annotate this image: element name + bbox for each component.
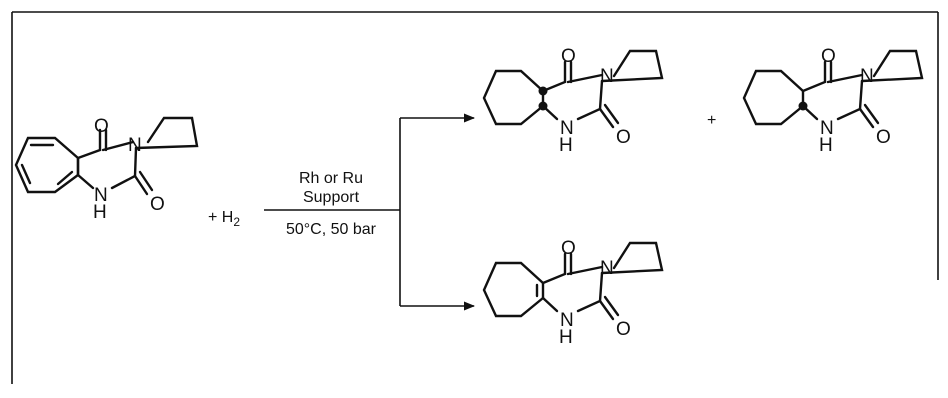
stereocenter-dot xyxy=(538,101,548,111)
product2-nitrogen: N xyxy=(860,66,874,87)
product-2-structure: O N N H O xyxy=(742,46,924,156)
svg-text:+ H2: + H2 xyxy=(208,209,240,229)
reactant-nitrogen: N xyxy=(128,135,142,156)
catalyst-label: Rh or Ru xyxy=(299,170,363,187)
stereocenter-dot xyxy=(798,101,808,111)
product1-nh-h: H xyxy=(559,135,573,156)
reactant-structure: O N N H O xyxy=(14,116,199,223)
product3-nh-h: H xyxy=(559,327,573,348)
product3-nitrogen: N xyxy=(600,258,614,279)
scheme-frame xyxy=(11,11,939,384)
reaction-arrow xyxy=(264,113,476,311)
product2-carbonyl-o-bottom: O xyxy=(876,127,891,148)
reagent-h2: + H2 xyxy=(208,209,240,229)
product2-nh-n: N xyxy=(820,118,834,139)
product-plus: + xyxy=(707,112,716,129)
reactant-nh-h: H xyxy=(93,202,107,223)
product3-carbonyl-o-top: O xyxy=(561,238,576,259)
product2-carbonyl-o-top: O xyxy=(821,46,836,67)
product1-nh-n: N xyxy=(560,118,574,139)
reactant-carbonyl-o-bottom: O xyxy=(150,194,165,215)
product1-carbonyl-o-top: O xyxy=(561,46,576,67)
stereocenter-dot xyxy=(538,86,548,96)
product3-nh-n: N xyxy=(560,310,574,331)
temp-pressure-label: 50°C, 50 bar xyxy=(286,221,377,238)
reaction-conditions: Rh or Ru Support 50°C, 50 bar xyxy=(286,170,377,238)
product3-carbonyl-o-bottom: O xyxy=(616,319,631,340)
product1-carbonyl-o-bottom: O xyxy=(616,127,631,148)
product-3-structure: O N N H O xyxy=(482,238,664,348)
support-label: Support xyxy=(303,189,360,206)
product-1-structure: O N N H O xyxy=(482,46,664,156)
reactant-carbonyl-o-top: O xyxy=(94,116,109,137)
product1-nitrogen: N xyxy=(600,66,614,87)
reactant-nh-n: N xyxy=(94,185,108,206)
product2-nh-h: H xyxy=(819,135,833,156)
